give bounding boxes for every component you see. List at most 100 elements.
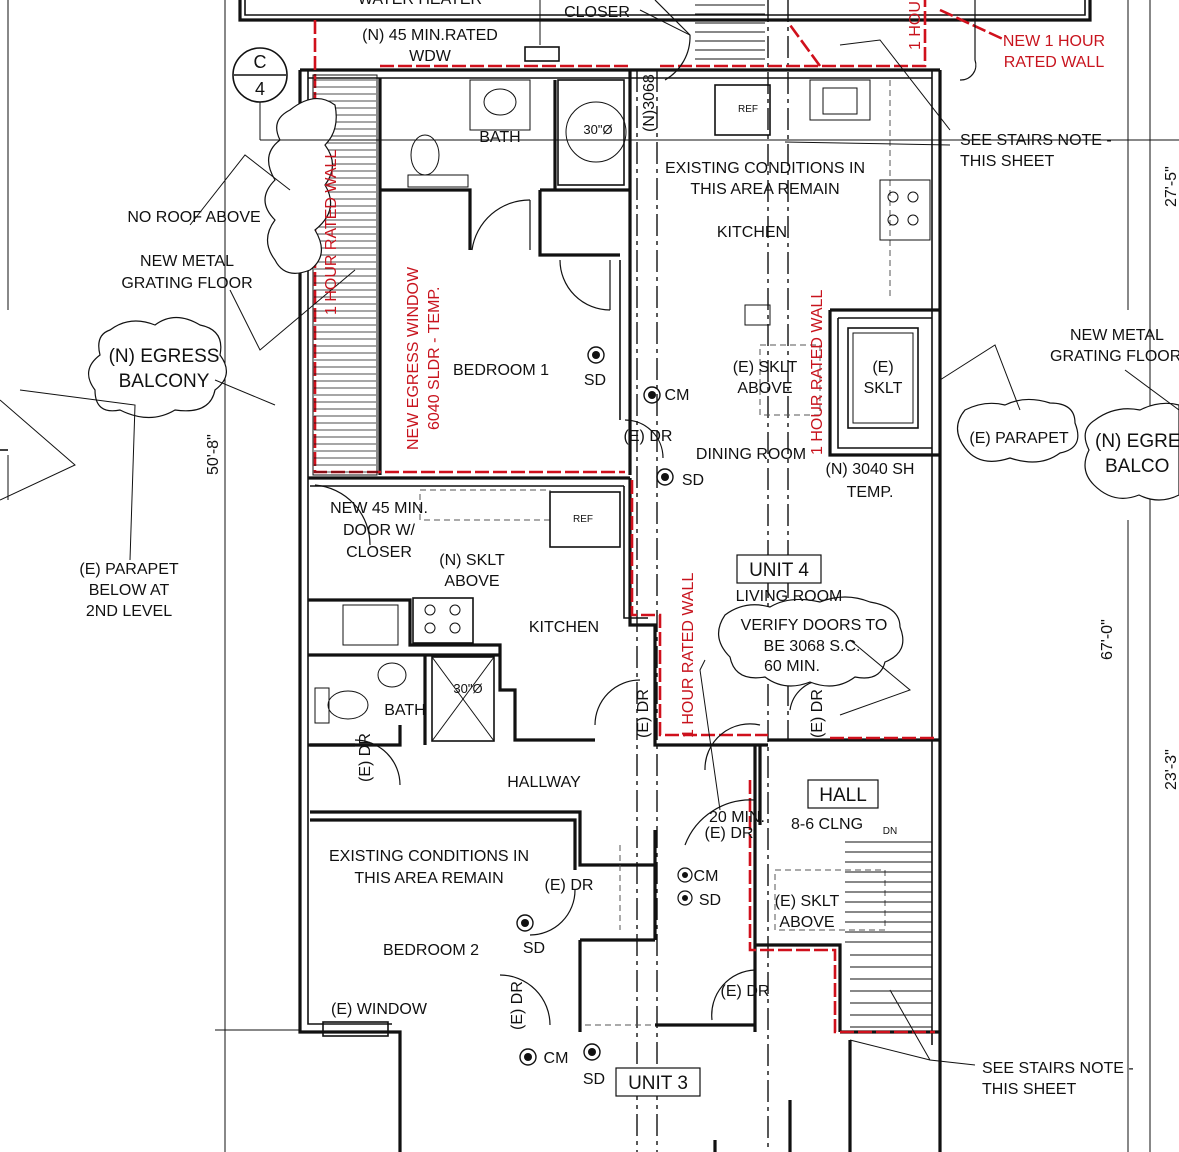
range-mid-icon: [412, 597, 474, 644]
note-grating-left-2: GRATING FLOOR: [121, 275, 252, 292]
room-bath-mid: BATH: [384, 702, 425, 719]
note-water-heater: WATER HEATER: [358, 0, 482, 8]
note-verify-2: BE 3068 S.C.: [764, 638, 861, 655]
note-sh-temp-2: TEMP.: [847, 484, 894, 501]
note-existing-bot-1: EXISTING CONDITIONS IN: [329, 848, 529, 865]
sklt-hall-2: ABOVE: [779, 914, 834, 931]
note-wdw-2: WDW: [409, 48, 452, 65]
smoke-detector-icon: [587, 346, 605, 364]
egress-window-2: 6040 SLDR - TEMP.: [426, 287, 443, 430]
range-icon: [879, 179, 931, 241]
note-existing-top-1: EXISTING CONDITIONS IN: [665, 160, 865, 177]
note-wdw-1: (N) 45 MIN.RATED: [362, 27, 498, 44]
skylight-icon: [847, 327, 919, 429]
rated-wall-balcony: 1 HOUR RATED WALL: [323, 150, 340, 315]
note-egress-left-1: (N) EGRESS: [109, 346, 220, 367]
note-stairs-bot-2: THIS SHEET: [982, 1081, 1076, 1098]
door-bed1: (E) DR: [624, 428, 673, 445]
note-grating-left-1: NEW METAL: [140, 253, 234, 270]
note-existing-top-2: THIS AREA REMAIN: [690, 181, 839, 198]
door-hall-bot: (E) DR: [721, 983, 770, 1000]
room-bath-top: BATH: [479, 129, 520, 146]
door-3068-label: (N)3068: [641, 74, 658, 132]
note-egress-left-2: BALCONY: [119, 371, 210, 392]
sd-hall: SD: [699, 892, 721, 909]
door-living: (E) DR: [809, 689, 826, 738]
unit-tags: UNIT 4 UNIT 3 HALL: [615, 554, 879, 1097]
note-grating-right-1: NEW METAL: [1070, 327, 1164, 344]
note-verify-3: 60 MIN.: [764, 658, 820, 675]
note-stairs-top-1: SEE STAIRS NOTE -: [960, 132, 1112, 149]
door-swings: [314, 0, 977, 1026]
sd-bed1: SD: [584, 372, 606, 389]
note-stairs-bot-1: SEE STAIRS NOTE -: [982, 1060, 1134, 1077]
cm-dining: CM: [665, 387, 690, 404]
toilet-bowl-mid-icon: [327, 690, 369, 720]
door-bed2-top: (E) DR: [545, 877, 594, 894]
room-living: LIVING ROOM: [736, 588, 843, 605]
detectors: [516, 346, 693, 1066]
note-parapet-left-3: 2ND LEVEL: [86, 603, 172, 620]
sd-bed2: SD: [523, 940, 545, 957]
shower-mid-icon: [431, 656, 495, 742]
leader-lines: [0, 0, 1179, 1066]
co-detector-icon: [519, 1048, 537, 1066]
section-marker: C 4: [232, 47, 288, 140]
co-detector-icon: [677, 867, 693, 883]
shower-size-top: 30"Ø: [583, 122, 612, 137]
sink-icon: [469, 79, 531, 131]
door-bath-mid: (E) DR: [357, 733, 374, 782]
dimension-right-bot: 23'-3": [1163, 749, 1179, 790]
sklt-hall-1: (E) SKLT: [775, 893, 840, 910]
smoke-detector-icon: [656, 468, 674, 486]
hall-label: HALL: [819, 785, 867, 806]
sink-mid-icon: [377, 662, 407, 688]
revision-clouds: [88, 98, 1179, 687]
cm-bottom: CM: [544, 1050, 569, 1067]
sklt-n-1: (N) SKLT: [439, 552, 505, 569]
note-new-1hr-1: NEW 1 HOUR: [1003, 33, 1105, 50]
rated-wall-living: 1 HOUR RATED WALL: [680, 573, 697, 738]
cloud-verify-doors: [718, 596, 904, 687]
note-closer-top: CLOSER: [564, 4, 630, 21]
sklt-e-1: (E): [872, 359, 893, 376]
rated-wall-top: 1 HOUR: [907, 0, 924, 50]
room-bedroom1: BEDROOM 1: [453, 362, 549, 379]
sd-bottom: SD: [583, 1071, 605, 1088]
plan-labels: WATER HEATER CLOSER (N) 45 MIN.RATED WDW…: [79, 0, 1179, 1098]
ref-mid: REF: [573, 514, 593, 525]
cloud-egress-balcony-left: [88, 316, 227, 419]
sklt-n-2: ABOVE: [444, 573, 499, 590]
shower-icon: [557, 79, 625, 186]
note-stairs-top-2: THIS SHEET: [960, 153, 1054, 170]
note-parapet-left-2: BELOW AT: [89, 582, 170, 599]
window-icon: [322, 1021, 389, 1037]
room-dining: DINING ROOM: [696, 446, 806, 463]
dimension-right-mid: 67'-0": [1099, 619, 1116, 660]
refrigerator-icon: [714, 84, 771, 136]
dimension-right-top: 27'-5": [1163, 166, 1179, 207]
section-number: 4: [255, 79, 265, 99]
note-no-roof: NO ROOF ABOVE: [127, 209, 260, 226]
smoke-detector-icon: [677, 890, 693, 906]
note-grating-right-2: GRATING FLOOR: [1050, 348, 1179, 365]
section-letter: C: [254, 52, 267, 72]
note-new-door-2: DOOR W/: [343, 522, 416, 539]
door-bed2-bot: (E) DR: [509, 981, 526, 1030]
unit-4-label: UNIT 4: [749, 560, 809, 581]
egress-window-1: NEW EGRESS WINDOW: [405, 266, 422, 450]
cloud-no-roof: [264, 98, 337, 274]
door-kitchen-mid: (E) DR: [635, 689, 652, 738]
fixtures: [314, 4, 932, 1037]
cm-hall: CM: [694, 868, 719, 885]
sklt-above-dining-1: (E) SKLT: [733, 359, 798, 376]
note-parapet-right: (E) PARAPET: [969, 430, 1069, 447]
room-hallway: HALLWAY: [507, 774, 581, 791]
sink-basin-icon: [483, 88, 517, 116]
note-20-min: 20 MIN.: [709, 809, 765, 826]
sd-dining: SD: [682, 472, 704, 489]
cloud-egress-balcony-right: [1084, 402, 1179, 501]
toilet-tank-mid-icon: [314, 687, 330, 724]
note-sh-temp-1: (N) 3040 SH: [826, 461, 915, 478]
